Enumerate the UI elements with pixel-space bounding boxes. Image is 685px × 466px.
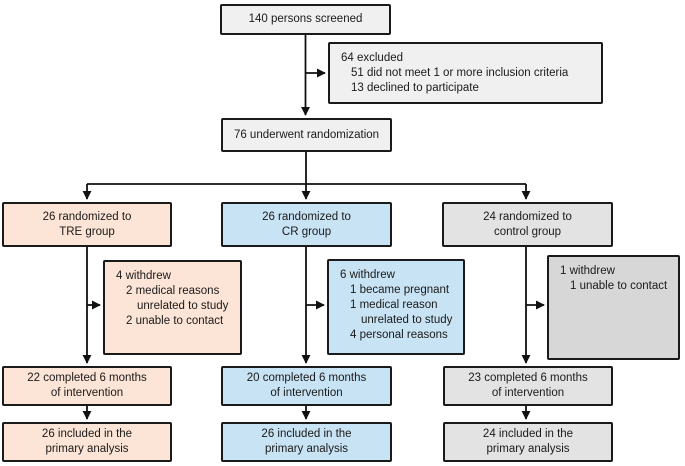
control-randomized-box: 24 randomized to control group [442, 202, 613, 247]
control-randomized-line-2: control group [493, 225, 562, 238]
control-withdrew-box: 1 withdrew 1 unable to contact [547, 255, 680, 360]
cr-completed-box: 20 completed 6 months of intervention [221, 366, 392, 406]
tre-randomized-line-1: 26 randomized to [42, 210, 132, 223]
excluded-reason-1: 51 did not meet 1 or more inclusion crit… [351, 67, 569, 79]
randomization-text: 76 underwent randomization [233, 128, 380, 141]
tre-analyzed-line-2: primary analysis [45, 443, 129, 455]
control-withdrew-reason-1: 1 unable to contact [570, 280, 668, 292]
cr-randomized-line-2: CR group [281, 225, 332, 238]
tre-completed-box: 22 completed 6 months of intervention [2, 366, 172, 406]
screened-text: 140 persons screened [248, 13, 363, 25]
control-completed-box: 23 completed 6 months of intervention [443, 366, 613, 406]
excluded-reason-2: 13 declined to participate [351, 82, 479, 94]
cr-withdrew-reason-2-cont: unrelated to study [361, 314, 453, 326]
cr-withdrew-reason-3: 4 personal reasons [350, 329, 448, 341]
cr-withdrew-box: 6 withdrew 1 became pregnant 1 medical r… [327, 259, 465, 355]
randomization-box: 76 underwent randomization [221, 118, 392, 152]
control-analyzed-line-1: 24 included in the [482, 428, 574, 440]
cr-completed-line-1: 20 completed 6 months [246, 372, 367, 384]
tre-analyzed-box: 26 included in the primary analysis [2, 422, 172, 462]
screened-box: 140 persons screened [220, 4, 391, 35]
tre-completed-line-1: 22 completed 6 months [27, 372, 147, 384]
tre-withdrew-reason-2: 2 unable to contact [126, 315, 224, 327]
tre-randomized-box: 26 randomized to TRE group [2, 202, 172, 247]
tre-randomized-line-2: TRE group [59, 225, 115, 238]
control-randomized-line-1: 24 randomized to [483, 210, 572, 223]
cr-analyzed-box: 26 included in the primary analysis [221, 422, 392, 462]
cr-randomized-line-1: 26 randomized to [262, 210, 351, 223]
cr-analyzed-line-2: primary analysis [264, 443, 349, 455]
control-completed-line-1: 23 completed 6 months [468, 372, 588, 384]
tre-withdrew-reason-1-cont: unrelated to study [137, 300, 229, 312]
cr-withdrew-total: 6 withdrew [340, 269, 395, 281]
excluded-total: 64 excluded [341, 52, 404, 64]
control-analyzed-line-2: primary analysis [486, 443, 570, 455]
cr-withdrew-reason-2: 1 medical reason [350, 299, 438, 311]
control-withdrew-total: 1 withdrew [560, 265, 615, 277]
excluded-box: 64 excluded 51 did not meet 1 or more in… [328, 42, 603, 104]
tre-withdrew-reason-1: 2 medical reasons [126, 285, 220, 297]
control-analyzed-box: 24 included in the primary analysis [443, 422, 613, 462]
cr-withdrew-reason-1: 1 became pregnant [350, 284, 450, 296]
tre-withdrew-total: 4 withdrew [116, 270, 171, 282]
control-completed-line-2: of intervention [491, 387, 565, 399]
cr-randomized-box: 26 randomized to CR group [221, 202, 392, 247]
cr-completed-line-2: of intervention [270, 387, 343, 399]
tre-analyzed-line-1: 26 included in the [41, 428, 133, 440]
cr-analyzed-line-1: 26 included in the [261, 428, 352, 440]
tre-completed-line-2: of intervention [50, 387, 124, 399]
tre-withdrew-box: 4 withdrew 2 medical reasons unrelated t… [103, 260, 242, 355]
